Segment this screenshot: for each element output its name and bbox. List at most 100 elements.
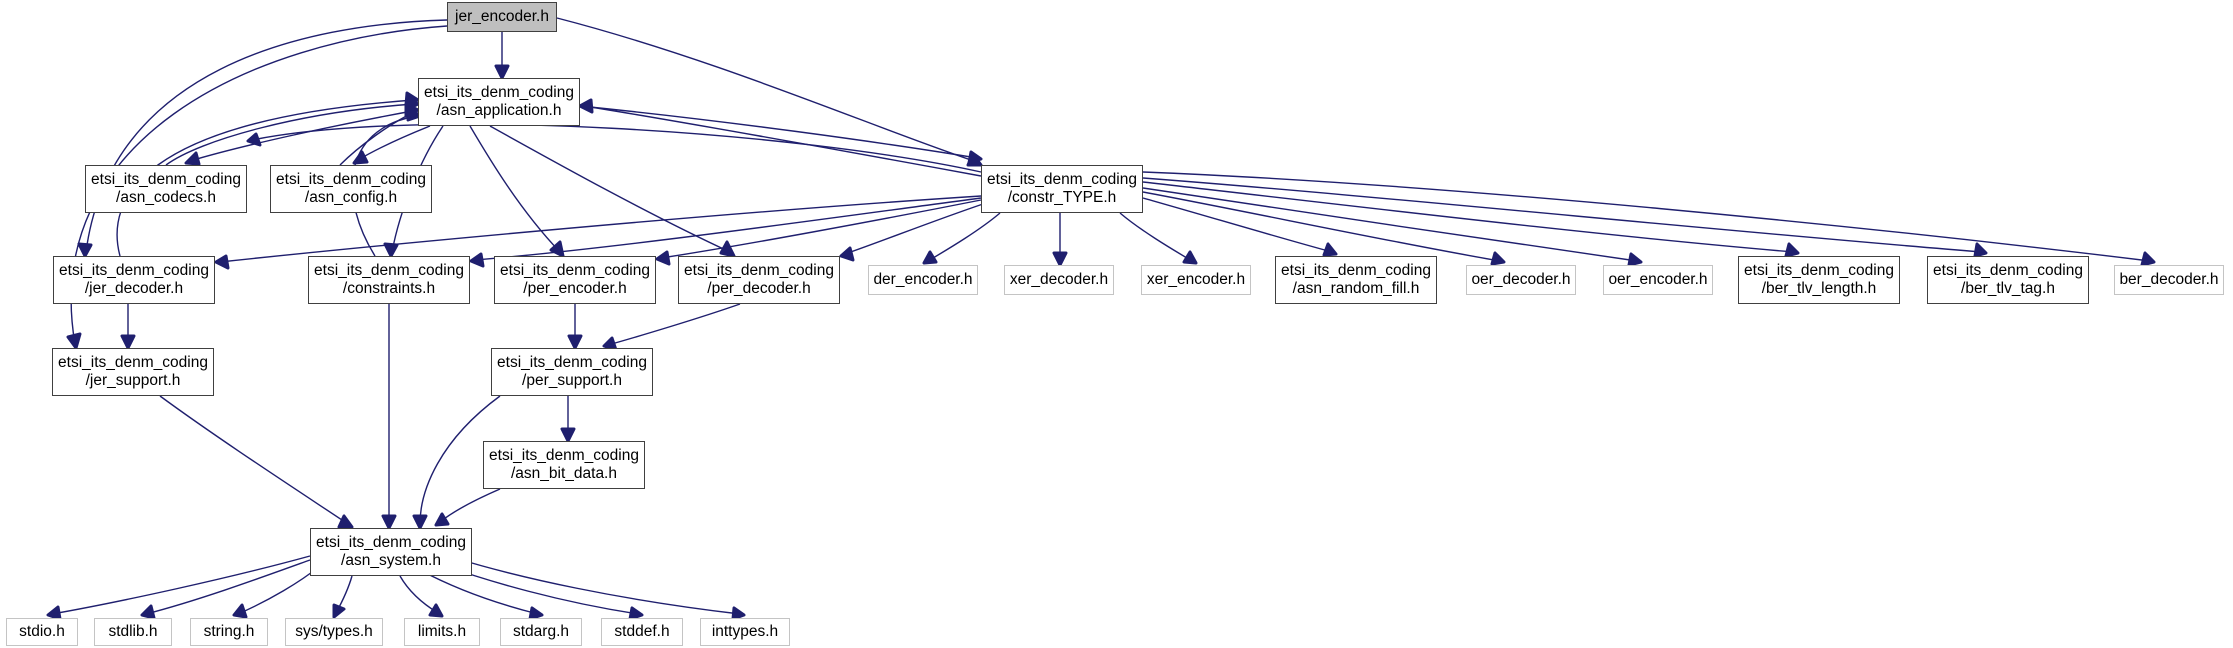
graph-edge-arrowhead: [922, 250, 938, 265]
graph-node-asn_system[interactable]: etsi_its_denm_coding/asn_system.h: [310, 528, 472, 576]
graph-node-label-line2: /per_encoder.h: [523, 280, 627, 297]
graph-node-constraints[interactable]: etsi_its_denm_coding/constraints.h: [308, 256, 470, 304]
graph-edge: [489, 125, 731, 253]
graph-node-oer_decoder[interactable]: oer_decoder.h: [1466, 265, 1576, 295]
graph-edge: [579, 105, 978, 159]
graph-edge-arrowhead: [434, 512, 450, 527]
graph-node-label-line2: /asn_random_fill.h: [1292, 280, 1420, 297]
graph-node-jer_encoder[interactable]: jer_encoder.h: [447, 2, 557, 32]
graph-edge: [85, 19, 448, 253]
graph-edge: [165, 103, 415, 166]
graph-node-label-line1: limits.h: [417, 623, 467, 640]
graph-node-label-line1: ber_decoder.h: [2119, 271, 2219, 288]
graph-edge: [660, 199, 982, 259]
graph-node-label-line2: /constr_TYPE.h: [1007, 189, 1117, 206]
graph-node-label-line1: etsi_its_denm_coding: [684, 262, 834, 279]
graph-node-asn_random_fill[interactable]: etsi_its_denm_coding/asn_random_fill.h: [1275, 256, 1437, 304]
graph-node-label-line2: /asn_system.h: [341, 552, 441, 569]
graph-node-oer_encoder[interactable]: oer_encoder.h: [1603, 265, 1713, 295]
graph-node-per_support[interactable]: etsi_its_denm_coding/per_support.h: [491, 348, 653, 396]
graph-node-limits[interactable]: limits.h: [404, 618, 480, 646]
graph-edge-arrowhead: [332, 603, 346, 619]
graph-node-label-line1: etsi_its_denm_coding: [489, 447, 639, 464]
graph-node-label-line1: inttypes.h: [711, 623, 779, 640]
graph-node-stdarg[interactable]: stdarg.h: [500, 618, 582, 646]
graph-node-label-line2: /asn_config.h: [304, 189, 398, 206]
graph-edge-arrowhead: [1973, 242, 1988, 258]
graph-node-label-line1: etsi_its_denm_coding: [58, 354, 208, 371]
graph-edge: [1142, 181, 1795, 253]
graph-edge-arrowhead: [381, 514, 397, 530]
graph-node-der_encoder[interactable]: der_encoder.h: [868, 265, 978, 295]
graph-edge-arrowhead: [383, 242, 399, 258]
graph-node-label-line1: etsi_its_denm_coding: [314, 262, 464, 279]
graph-edge-arrowhead: [839, 246, 855, 262]
graph-node-per_decoder[interactable]: etsi_its_denm_coding/per_decoder.h: [678, 256, 840, 304]
graph-node-jer_support[interactable]: etsi_its_denm_coding/jer_support.h: [52, 348, 214, 396]
graph-edge: [145, 559, 311, 615]
graph-node-label-line1: etsi_its_denm_coding: [1281, 262, 1431, 279]
graph-node-label-line1: etsi_its_denm_coding: [497, 354, 647, 371]
graph-node-ber_tlv_length[interactable]: etsi_its_denm_coding/ber_tlv_length.h: [1738, 256, 1900, 304]
graph-node-ber_tlv_tag[interactable]: etsi_its_denm_coding/ber_tlv_tag.h: [1927, 256, 2089, 304]
graph-edge: [251, 123, 982, 173]
graph-node-jer_decoder[interactable]: etsi_its_denm_coding/jer_decoder.h: [53, 256, 215, 304]
graph-node-label-line2: /ber_tlv_tag.h: [1961, 280, 2055, 297]
graph-edge: [469, 125, 561, 253]
graph-edge-arrowhead: [560, 427, 576, 443]
graph-edge-arrowhead: [628, 606, 644, 621]
graph-node-label-line1: sys/types.h: [295, 623, 373, 640]
graph-node-label-line1: etsi_its_denm_coding: [1744, 262, 1894, 279]
graph-edge: [1142, 171, 2151, 262]
graph-edge: [419, 395, 501, 525]
graph-edge-arrowhead: [232, 603, 248, 619]
graph-node-systypes[interactable]: sys/types.h: [285, 618, 383, 646]
graph-node-label-line1: der_encoder.h: [873, 271, 973, 288]
graph-node-stdlib[interactable]: stdlib.h: [94, 618, 172, 646]
graph-edge: [237, 565, 321, 615]
graph-node-label-line2: /asn_application.h: [436, 102, 562, 119]
graph-node-label-line1: stdlib.h: [108, 623, 158, 640]
graph-node-label-line1: etsi_its_denm_coding: [91, 171, 241, 188]
graph-node-stddef[interactable]: stddef.h: [601, 618, 683, 646]
graph-edge: [844, 203, 984, 255]
graph-node-asn_bit_data[interactable]: etsi_its_denm_coding/asn_bit_data.h: [483, 441, 645, 489]
graph-node-asn_config[interactable]: etsi_its_denm_coding/asn_config.h: [270, 165, 432, 213]
graph-edge: [607, 303, 741, 346]
graph-edge-arrowhead: [1627, 252, 1643, 267]
graph-node-label-line1: xer_decoder.h: [1009, 271, 1109, 288]
graph-node-asn_application[interactable]: etsi_its_denm_coding/asn_application.h: [418, 78, 580, 126]
graph-edge-arrowhead: [140, 604, 156, 620]
graph-edge-arrowhead: [120, 334, 136, 350]
graph-node-label-line1: stddef.h: [614, 623, 670, 640]
graph-node-label-line2: /jer_decoder.h: [84, 280, 184, 297]
graph-edge-arrowhead: [1182, 250, 1198, 265]
graph-node-per_encoder[interactable]: etsi_its_denm_coding/per_encoder.h: [494, 256, 656, 304]
graph-edge-arrowhead: [567, 334, 583, 350]
graph-node-xer_decoder[interactable]: xer_decoder.h: [1004, 265, 1114, 295]
graph-node-ber_decoder[interactable]: ber_decoder.h: [2114, 265, 2224, 295]
graph-node-inttypes[interactable]: inttypes.h: [700, 618, 790, 646]
graph-edge: [439, 488, 501, 523]
graph-node-stdio[interactable]: stdio.h: [6, 618, 78, 646]
graph-edge-arrowhead: [1322, 242, 1338, 257]
graph-edge: [1119, 212, 1193, 262]
graph-edge: [556, 17, 978, 163]
graph-node-xer_encoder[interactable]: xer_encoder.h: [1141, 265, 1251, 295]
graph-node-asn_codecs[interactable]: etsi_its_denm_coding/asn_codecs.h: [85, 165, 247, 213]
graph-node-label-line2: /ber_tlv_length.h: [1761, 280, 1877, 297]
graph-edge-arrowhead: [46, 605, 62, 621]
graph-node-string[interactable]: string.h: [190, 618, 268, 646]
graph-edge-arrowhead: [428, 603, 444, 618]
graph-edge-arrowhead: [1784, 242, 1800, 258]
graph-edge: [1142, 197, 1333, 253]
graph-node-label-line2: /jer_support.h: [85, 372, 181, 389]
graph-edge-arrowhead: [77, 242, 93, 258]
graph-edge-arrowhead: [214, 254, 230, 270]
graph-node-constr_TYPE[interactable]: etsi_its_denm_coding/constr_TYPE.h: [981, 165, 1143, 213]
graph-node-label-line1: etsi_its_denm_coding: [424, 84, 574, 101]
graph-node-label-line1: etsi_its_denm_coding: [987, 171, 1137, 188]
graph-node-label-line1: etsi_its_denm_coding: [316, 534, 466, 551]
